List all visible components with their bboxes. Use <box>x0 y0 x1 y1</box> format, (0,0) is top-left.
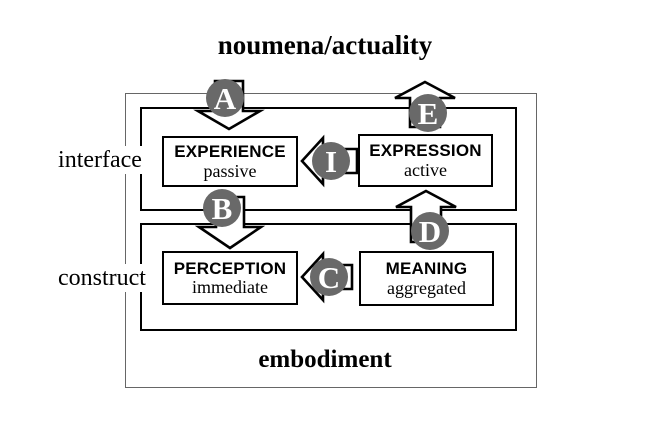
badge-i: I <box>312 142 350 180</box>
experience-box: EXPERIENCE passive <box>162 136 298 187</box>
badge-c: C <box>310 258 348 296</box>
meaning-box-title: MEANING <box>385 259 468 279</box>
expression-box-title: EXPRESSION <box>369 141 482 161</box>
embodiment-box <box>125 93 537 388</box>
perception-box-title: PERCEPTION <box>173 258 287 278</box>
badge-a: A <box>206 79 244 117</box>
experience-box-subtitle: passive <box>203 160 257 181</box>
embodiment-label: embodiment <box>258 346 392 373</box>
perception-box: PERCEPTION immediate <box>162 251 298 305</box>
badge-b: B <box>203 189 241 227</box>
experience-box-title: EXPERIENCE <box>174 142 286 162</box>
meaning-box: MEANING aggregated <box>359 251 494 306</box>
diagram-title: noumena/actuality <box>217 30 433 60</box>
badge-e: E <box>409 94 447 132</box>
expression-box: EXPRESSION active <box>358 134 493 187</box>
row-label-construct: construct <box>52 264 152 292</box>
badge-d: D <box>411 212 449 250</box>
meaning-box-subtitle: aggregated <box>387 277 466 298</box>
row-label-interface: interface <box>52 146 148 174</box>
expression-box-subtitle: active <box>404 159 447 180</box>
perception-box-subtitle: immediate <box>192 277 268 298</box>
